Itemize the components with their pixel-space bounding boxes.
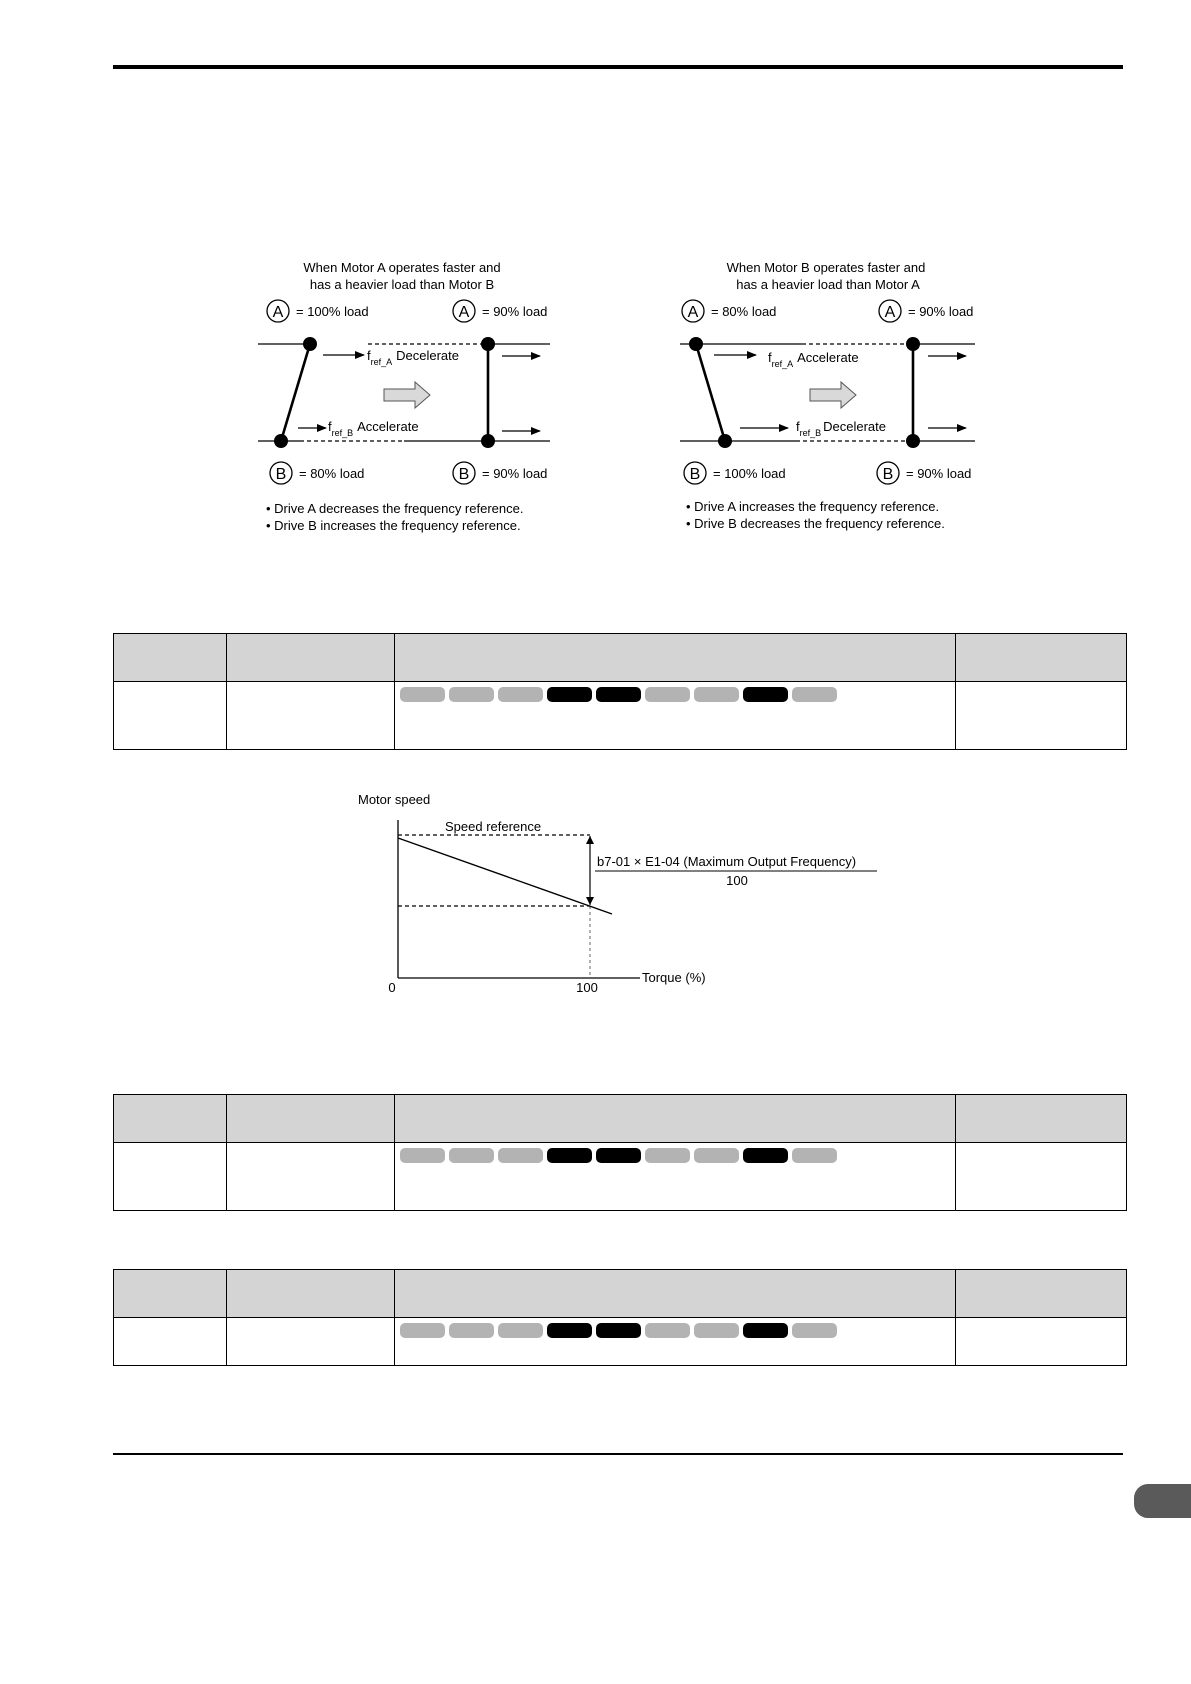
mode-pill-inactive: [694, 1323, 739, 1338]
left-a2-load: = 90% load: [482, 304, 547, 319]
left-caption-line1: When Motor A operates faster and: [303, 260, 500, 275]
mode-pill-inactive: [645, 1148, 690, 1163]
droop-formula-numerator: b7-01 × E1-04 (Maximum Output Frequency): [597, 854, 856, 869]
parameter-table: [113, 1269, 1127, 1366]
right-diagram: When Motor B operates faster and has a h…: [680, 260, 975, 531]
left-note-1: • Drive A decreases the frequency refere…: [266, 501, 523, 516]
mode-pill-active: [547, 1148, 592, 1163]
direction-arrow-icon: [809, 380, 857, 410]
motor-b-badge-label: B: [276, 466, 287, 483]
left-caption-line2: has a heavier load than Motor B: [310, 277, 494, 292]
mode-pill-inactive: [792, 687, 837, 702]
mode-pill-inactive: [449, 1323, 494, 1338]
y-axis-label: Motor speed: [358, 792, 430, 807]
motor-b-badge: [683, 461, 707, 485]
motor-b-badge-label: B: [883, 466, 894, 483]
mode-pill-inactive: [792, 1148, 837, 1163]
parameter-table: [113, 1094, 1127, 1211]
right-note-2: • Drive B decreases the frequency refere…: [686, 516, 945, 531]
footer-rule: [113, 1453, 1123, 1455]
load-sharing-diagram: When Motor A operates faster and has a h…: [258, 260, 975, 533]
control-mode-pills: [395, 682, 955, 702]
x-axis-label: Torque (%): [642, 970, 706, 985]
left-b2-load: = 90% load: [482, 466, 547, 481]
mode-pill-active: [547, 687, 592, 702]
motor-a-badge-label: A: [273, 304, 284, 321]
motor-b-badge-label: B: [459, 466, 470, 483]
mode-pill-active: [743, 1323, 788, 1338]
mode-pill-inactive: [498, 1323, 543, 1338]
parameter-table: [113, 633, 1127, 750]
speed-reference-label: Speed reference: [445, 819, 541, 834]
mode-pill-inactive: [498, 1148, 543, 1163]
mode-pill-inactive: [400, 1323, 445, 1338]
mode-pill-inactive: [694, 1148, 739, 1163]
motor-a-badge-label: A: [459, 304, 470, 321]
mode-pill-active: [596, 1323, 641, 1338]
mode-pill-active: [596, 1148, 641, 1163]
droop-formula-denominator: 100: [726, 873, 748, 888]
right-a1-load: = 80% load: [711, 304, 776, 319]
droop-line: [397, 837, 613, 915]
motor-b-badge-label: B: [690, 466, 701, 483]
control-mode-pills: [395, 1143, 955, 1163]
mode-pill-inactive: [498, 687, 543, 702]
droop-control-graph: Motor speed Speed reference b7-01 × E1-0…: [358, 792, 877, 995]
motor-b-badge: [876, 461, 900, 485]
mode-pill-inactive: [645, 1323, 690, 1338]
mode-pill-inactive: [449, 687, 494, 702]
x-tick-0: 0: [388, 980, 395, 995]
right-b2-load: = 90% load: [906, 466, 971, 481]
header-rule: [113, 65, 1123, 69]
motor-a-badge: [452, 299, 476, 323]
right-b1-load: = 100% load: [713, 466, 786, 481]
right-caption-line1: When Motor B operates faster and: [727, 260, 926, 275]
motor-a-badge-label: A: [688, 304, 699, 321]
left-b1-load: = 80% load: [299, 466, 364, 481]
mode-pill-inactive: [400, 1148, 445, 1163]
mode-pill-inactive: [449, 1148, 494, 1163]
mode-pill-inactive: [400, 687, 445, 702]
left-note-2: • Drive B increases the frequency refere…: [266, 518, 521, 533]
mode-pill-active: [743, 687, 788, 702]
motor-b-badge: [452, 461, 476, 485]
control-mode-pills: [395, 1318, 955, 1338]
x-tick-100: 100: [576, 980, 598, 995]
left-a1-load: = 100% load: [296, 304, 369, 319]
motor-a-badge-label: A: [885, 304, 896, 321]
mode-pill-active: [743, 1148, 788, 1163]
mode-pill-inactive: [792, 1323, 837, 1338]
motor-b-badge: [269, 461, 293, 485]
mode-pill-inactive: [694, 687, 739, 702]
left-diagram: When Motor A operates faster and has a h…: [258, 260, 550, 533]
motor-a-badge: [878, 299, 902, 323]
page-tab: [1134, 1484, 1191, 1518]
mode-pill-active: [547, 1323, 592, 1338]
right-a2-load: = 90% load: [908, 304, 973, 319]
mode-pill-inactive: [645, 687, 690, 702]
direction-arrow-icon: [383, 380, 431, 410]
mode-pill-active: [596, 687, 641, 702]
right-caption-line2: has a heavier load than Motor A: [736, 277, 920, 292]
right-note-1: • Drive A increases the frequency refere…: [686, 499, 939, 514]
motor-a-badge: [266, 299, 290, 323]
motor-a-badge: [681, 299, 705, 323]
